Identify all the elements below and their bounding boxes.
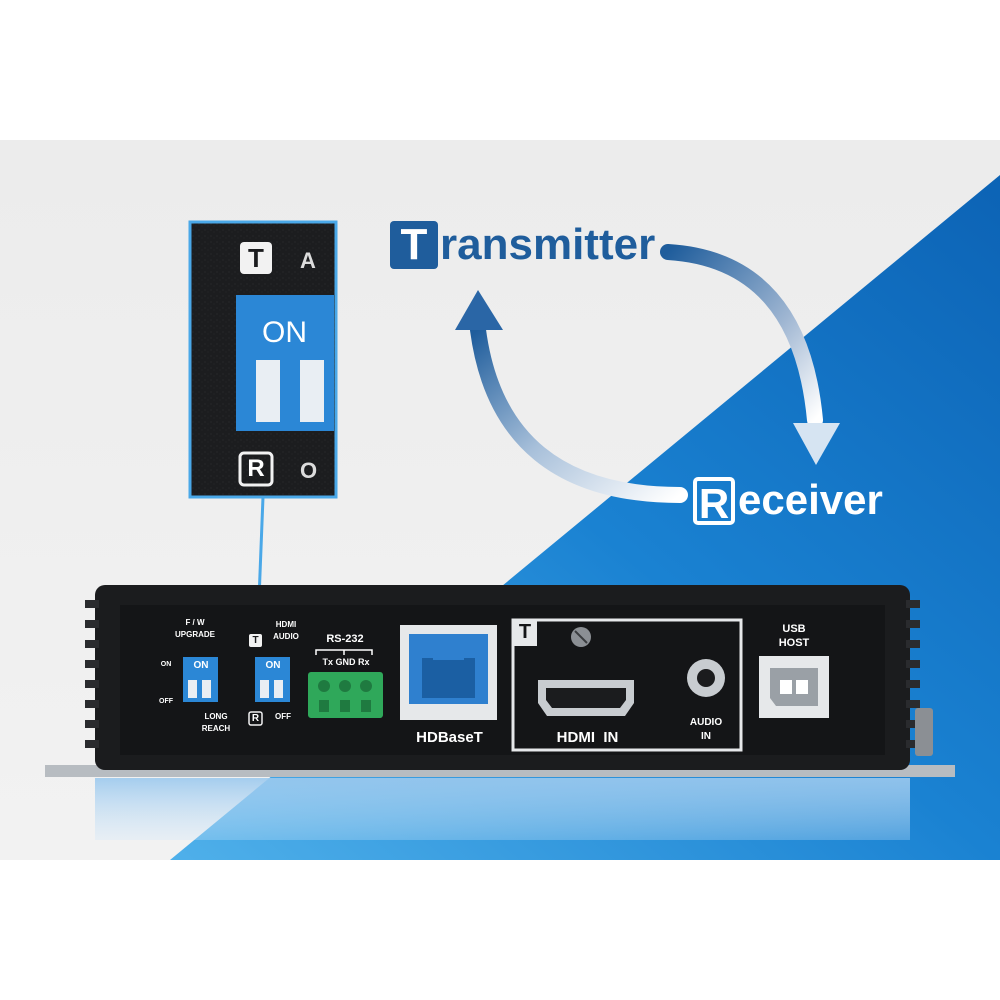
usb-host-line2: HOST	[778, 637, 810, 649]
rs232-pins-label: Tx GND Rx	[322, 657, 370, 667]
arrow-head-down	[793, 423, 840, 465]
hdbaset-label: HDBaseT	[416, 729, 483, 746]
transmitter-frame-t: T	[518, 621, 532, 643]
switch2-off: OFF	[275, 712, 291, 721]
zoom-label-top: A	[300, 248, 316, 273]
hdmi-in-label: HDMI IN	[556, 729, 619, 746]
on-label: ON	[160, 661, 172, 668]
zoom-r-badge: R	[247, 455, 265, 482]
front-panel	[120, 605, 885, 755]
audio-in-line1: AUDIO	[689, 717, 723, 728]
off-label: OFF	[159, 698, 173, 705]
heatsink-fins	[85, 600, 920, 748]
transmitter-t-badge: T	[390, 221, 438, 269]
transmitter-label: ransmitter	[440, 220, 656, 269]
usb-host-line1: USB	[782, 623, 806, 635]
curved-arrow-icon	[470, 322, 688, 503]
switch2-on: ON	[265, 660, 281, 671]
audio-in-line2: IN	[701, 731, 711, 742]
zoom-t-badge: T	[248, 243, 264, 273]
zoom-r-badge-bg	[238, 451, 274, 487]
curved-arrow-icon	[660, 244, 823, 428]
long-reach-line2: REACH	[201, 724, 231, 733]
switch1-on: ON	[193, 660, 209, 671]
hdmi-audio-line1: HDMI	[275, 620, 297, 629]
panel-t-badge: T	[252, 635, 259, 646]
rs232-label: RS-232	[326, 633, 364, 645]
zoom-dip-lever-2	[300, 360, 324, 422]
hdmi-audio-line2: AUDIO	[273, 632, 299, 641]
side-screw	[915, 708, 933, 756]
arrow-head-up	[455, 290, 503, 330]
device-reflection	[95, 778, 910, 840]
zoom-t-badge-bg	[240, 242, 272, 274]
fw-upgrade-line1: F / W	[185, 618, 205, 627]
fw-upgrade-line2: UPGRADE	[174, 630, 215, 639]
receiver-r-badge: R	[693, 477, 735, 527]
receiver-label: eceiver	[738, 476, 883, 523]
zoom-label-bottom: O	[300, 458, 318, 483]
panel-r-badge: R	[251, 713, 260, 724]
zoom-on-label: ON	[262, 316, 307, 349]
zoom-dip-lever-1	[256, 360, 280, 422]
long-reach-line1: LONG	[204, 712, 228, 721]
transmitter-frame	[511, 618, 743, 752]
